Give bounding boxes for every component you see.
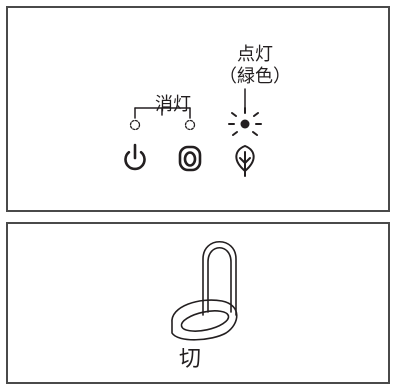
off-lamp-icon — [129, 119, 141, 131]
off-lamp-icon — [184, 119, 196, 131]
off-label: 消灯 — [155, 94, 191, 115]
on-label: 点灯 — [237, 44, 273, 65]
toilet-seat-icon — [171, 241, 238, 341]
seat-panel — [6, 222, 390, 384]
leaf-eco-icon — [235, 144, 255, 177]
off-bracket — [134, 107, 191, 119]
lit-lamp-dot — [240, 119, 250, 129]
indicator-panel — [6, 6, 390, 212]
power-icon — [124, 143, 146, 171]
lit-lamp-icon — [228, 107, 262, 136]
seat-icon — [178, 145, 202, 172]
seat-state-label: 切 — [178, 347, 201, 372]
on-color-label: （緑色） — [219, 66, 291, 87]
